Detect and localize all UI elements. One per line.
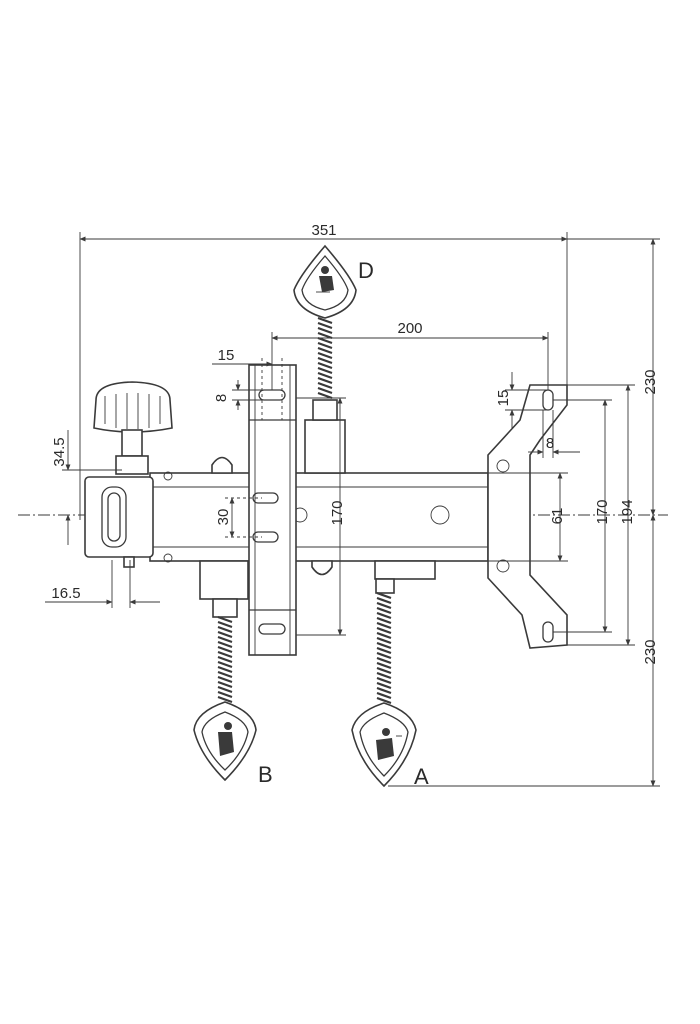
dim-left-slot-height — [232, 380, 262, 410]
dim-bracket-span — [296, 397, 346, 636]
dim-text-bracket-span: 170 — [329, 500, 346, 525]
lever-b-assembly — [193, 560, 257, 782]
vertical-slot-bracket — [248, 364, 297, 656]
dim-outer-span — [567, 384, 635, 646]
dim-right-heights — [388, 238, 660, 787]
cap-nut-bottom — [311, 560, 333, 576]
dim-left-slot-width — [212, 358, 283, 420]
dim-overall-width — [79, 232, 568, 520]
dim-text-left-slot-height: 8 — [213, 394, 230, 402]
dim-text-outer-span: 194 — [619, 499, 636, 524]
main-bar — [149, 471, 489, 563]
dim-text-right-slot-width: 8 — [546, 435, 554, 452]
lever-a-assembly — [351, 560, 436, 788]
dim-text-right-slot-height: 15 — [495, 390, 512, 407]
dim-right-slot-width — [528, 410, 580, 458]
dim-bar-width — [488, 472, 568, 562]
right-bracket-plate — [487, 384, 568, 649]
dim-slot-spacing — [271, 332, 549, 390]
dim-text-overall-width: 351 — [311, 222, 336, 239]
left-end-block — [84, 476, 154, 558]
label-lever-b: B — [258, 762, 273, 787]
dim-text-hole-spacing: 30 — [215, 509, 232, 526]
dim-knob-axis — [45, 560, 160, 608]
dim-right-slot-height — [505, 372, 548, 428]
dim-hole-spacing — [225, 497, 262, 538]
dim-inner-span — [553, 399, 612, 633]
label-lever-d: D — [358, 258, 374, 283]
dim-text-knob-axis: 16.5 — [51, 585, 80, 602]
label-lever-a: A — [414, 764, 429, 789]
dim-text-lower-height: 230 — [642, 639, 659, 664]
dim-knob-offset — [62, 430, 122, 545]
dim-text-upper-height: 230 — [642, 369, 659, 394]
dim-text-bar-width: 61 — [549, 508, 566, 525]
adjustment-knob — [93, 381, 173, 475]
dim-text-left-slot-width: 15 — [218, 347, 235, 364]
lever-d-assembly — [293, 244, 357, 474]
dim-text-inner-span: 170 — [594, 499, 611, 524]
dim-text-knob-offset: 34.5 — [51, 437, 68, 466]
cap-nut-top — [211, 456, 233, 474]
left-stem — [123, 556, 135, 568]
dim-text-slot-spacing: 200 — [397, 320, 422, 337]
